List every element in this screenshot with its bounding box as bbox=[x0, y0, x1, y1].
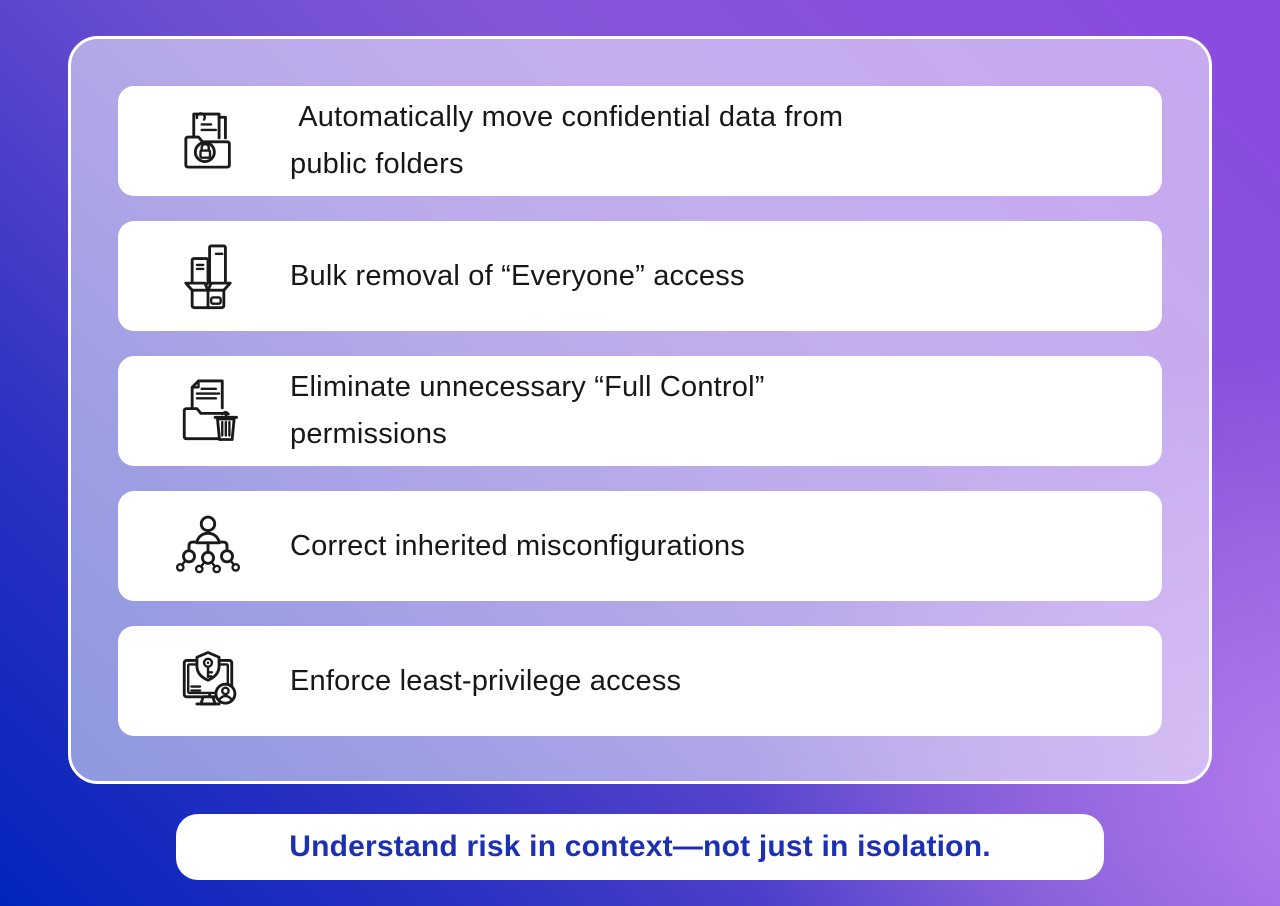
list-item: Enforce least-privilege access bbox=[118, 626, 1162, 736]
list-item: Bulk removal of “Everyone” access bbox=[118, 221, 1162, 331]
folder-document-trash-icon bbox=[170, 373, 246, 449]
list-item-text: Enforce least-privilege access bbox=[290, 664, 682, 697]
checklist-panel: Automatically move confidential data fro… bbox=[68, 36, 1212, 784]
list-item-text: Automatically move confidential data fro… bbox=[290, 101, 844, 180]
list-item-text: Eliminate unnecessary “Full Control” per… bbox=[290, 371, 765, 450]
list-item: Automatically move confidential data fro… bbox=[118, 86, 1162, 196]
footer-banner-text: Understand risk in context—not just in i… bbox=[289, 830, 991, 863]
footer-banner: Understand risk in context—not just in i… bbox=[176, 814, 1104, 880]
list-item-text: Correct inherited misconfigurations bbox=[290, 529, 746, 562]
list-item: Eliminate unnecessary “Full Control” per… bbox=[118, 356, 1162, 466]
list-item: Correct inherited misconfigurations bbox=[118, 491, 1162, 601]
box-books-icon bbox=[170, 238, 246, 314]
monitor-shield-key-icon bbox=[170, 643, 246, 719]
folder-lock-document-icon bbox=[170, 103, 246, 179]
list-item-text: Bulk removal of “Everyone” access bbox=[290, 259, 745, 292]
user-hierarchy-icon bbox=[170, 508, 246, 584]
